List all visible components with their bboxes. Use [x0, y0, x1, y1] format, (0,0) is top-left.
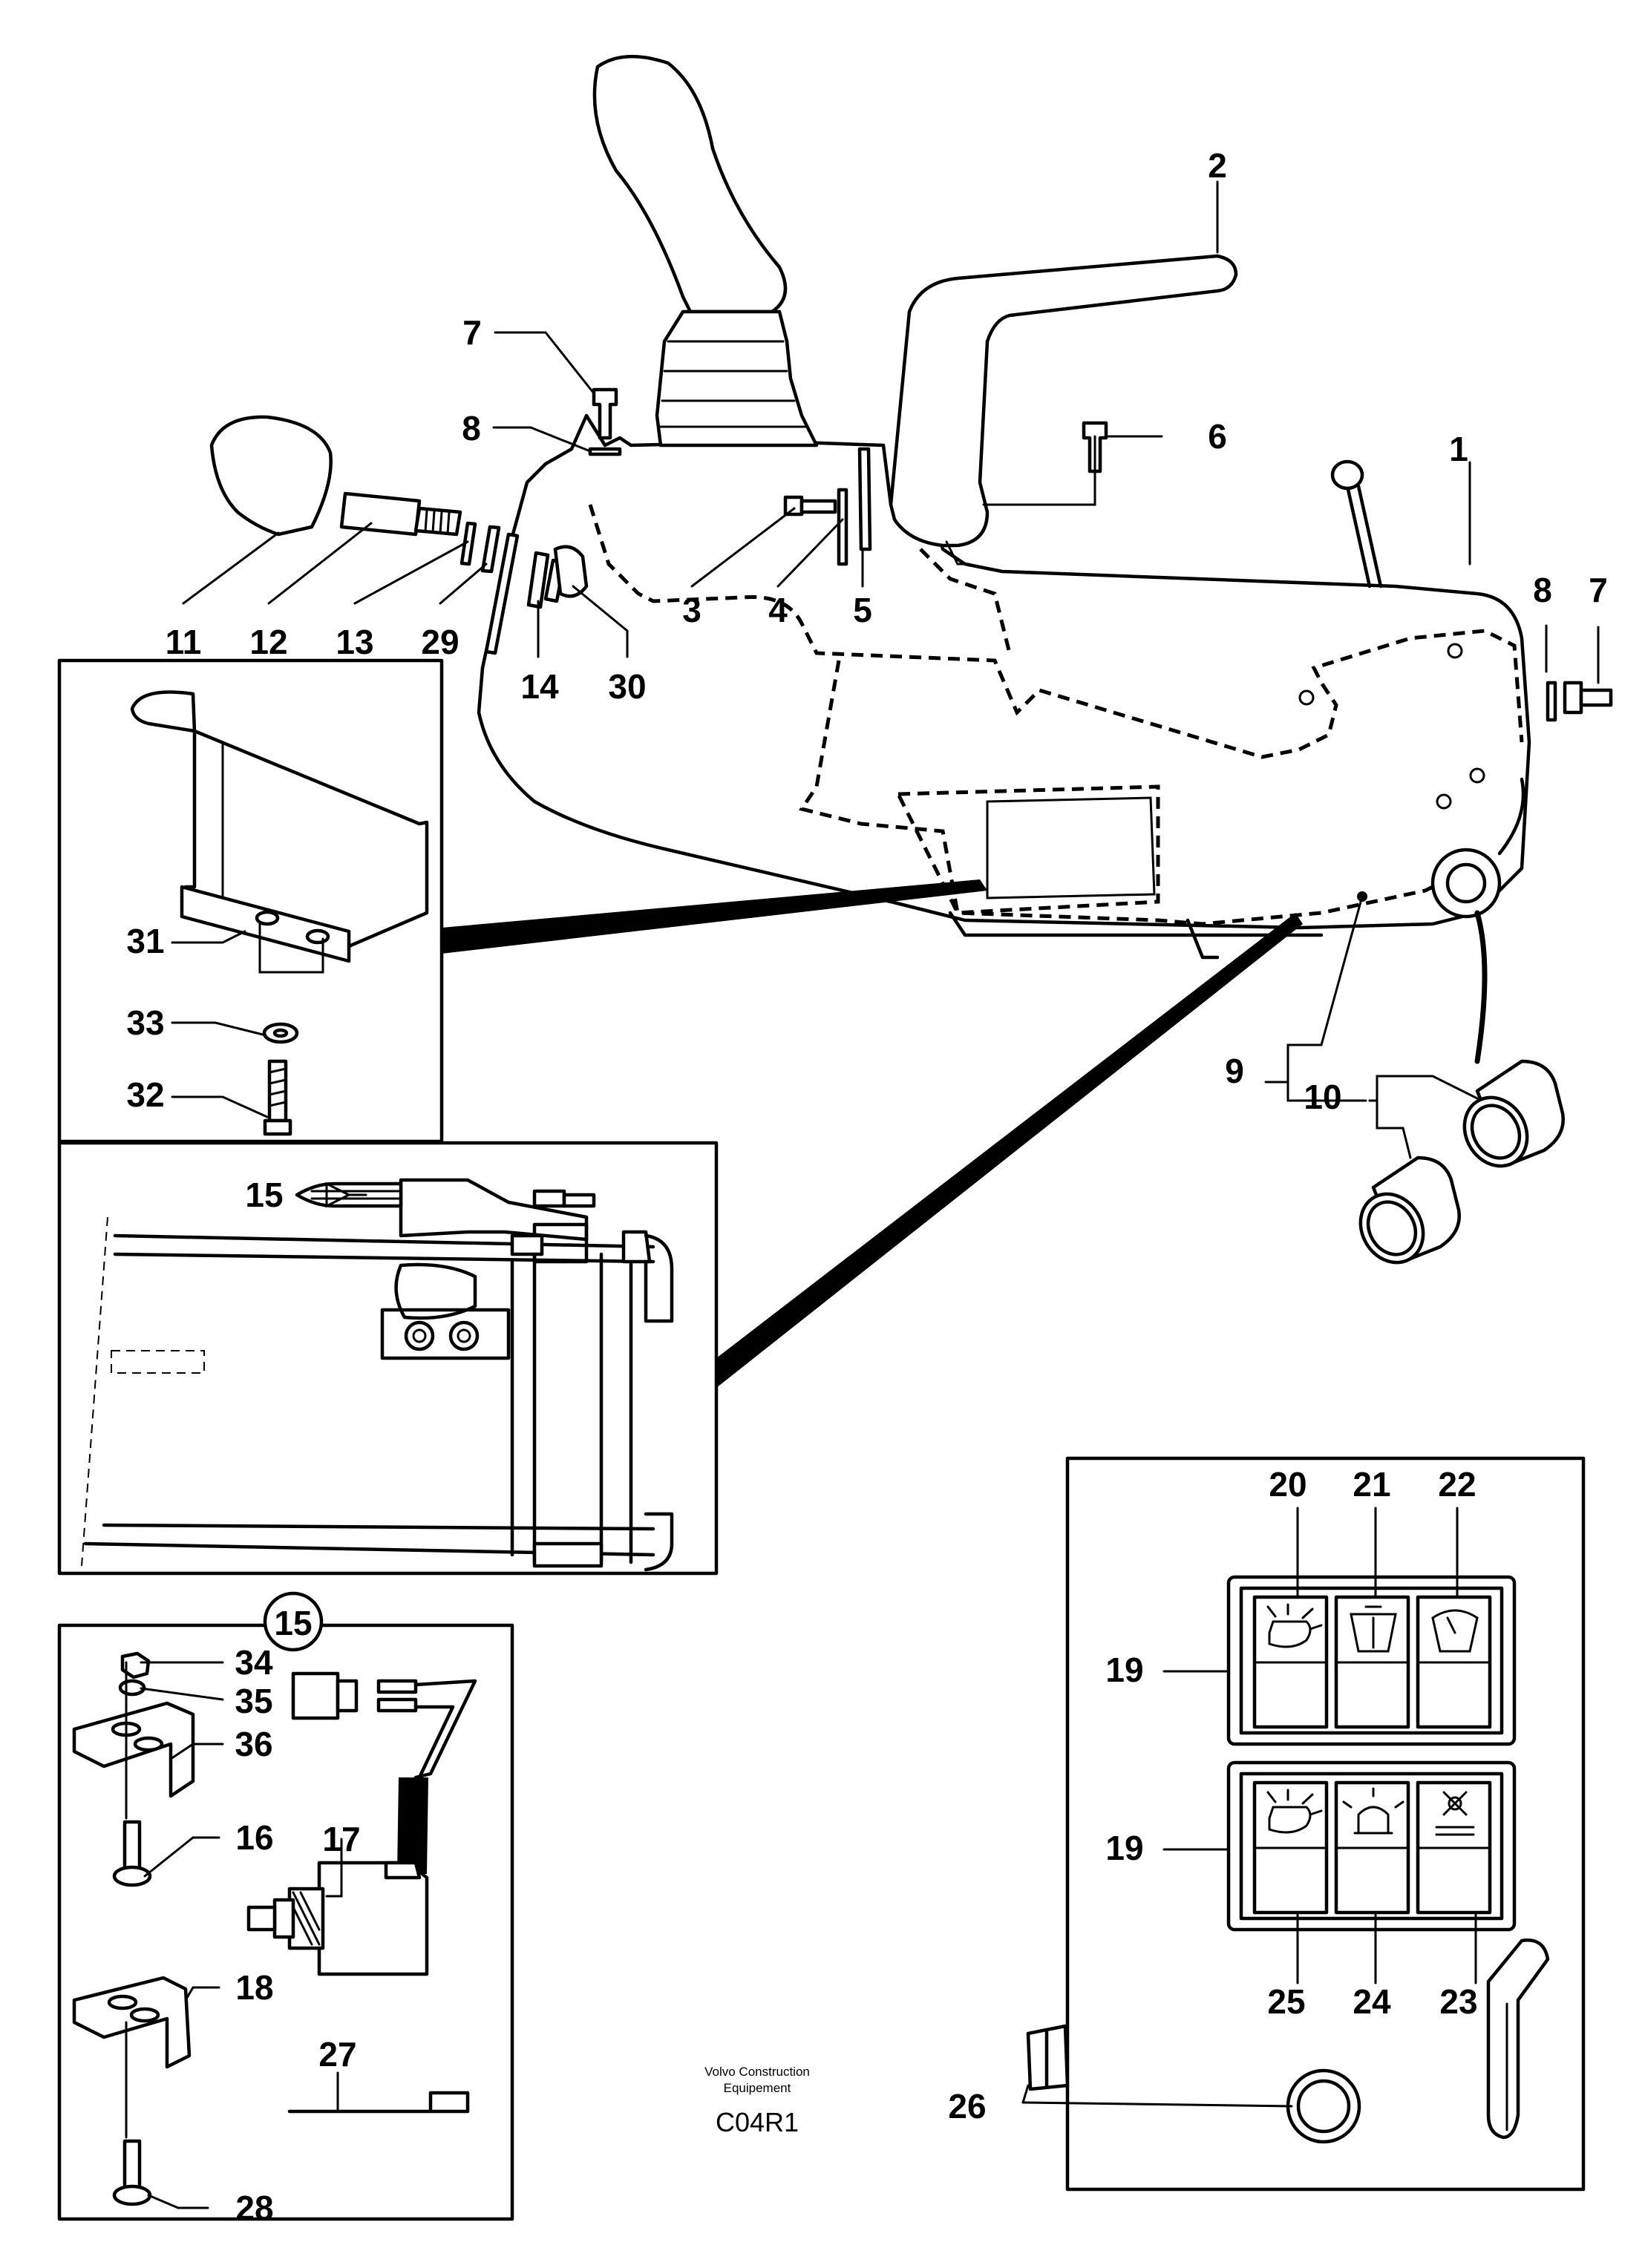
- switch-panel: [1026, 1456, 1586, 2192]
- callout-30: 30: [608, 667, 646, 706]
- callout-12: 12: [249, 623, 287, 661]
- callout-19-bottom: 19: [1105, 1829, 1143, 1867]
- joystick: [592, 54, 819, 448]
- callout-14: 14: [520, 667, 559, 706]
- caption-line-1: Volvo Construction: [704, 2065, 810, 2079]
- figure-caption: Volvo Construction Equipement C04R1: [704, 2065, 810, 2137]
- callout-36: 36: [235, 1725, 272, 1763]
- callout-18: 18: [235, 1968, 273, 2007]
- callout-15-circle: 15: [274, 1604, 312, 1642]
- callout-labels: 1 2 3 4 5 6 7 7 8 8 9 10 11 12 13 29 14 …: [126, 146, 1607, 2227]
- callout-24: 24: [1353, 1982, 1391, 2021]
- callout-15-box: 15: [245, 1176, 283, 1214]
- callout-4: 4: [768, 591, 788, 629]
- detail-box-switch-bracket: [57, 913, 1303, 1576]
- console-fasteners: [526, 387, 1613, 722]
- detail-box-mounting-plate: [57, 658, 987, 1144]
- leader-lines: [140, 180, 1600, 2209]
- callout-25: 25: [1267, 1982, 1305, 2021]
- callout-7-top: 7: [462, 313, 482, 352]
- callout-11: 11: [166, 623, 202, 661]
- callout-33: 33: [126, 1003, 164, 1042]
- callout-26: 26: [948, 2087, 986, 2126]
- gear-knob: [209, 415, 520, 655]
- parking-lever: [889, 254, 1238, 566]
- callout-34: 34: [235, 1643, 273, 1682]
- callout-29: 29: [421, 623, 459, 661]
- detail-box-switch-parts: [57, 1591, 514, 2221]
- caption-line-2: Equipement: [724, 2081, 791, 2095]
- callout-6: 6: [1208, 417, 1227, 456]
- callout-32: 32: [126, 1075, 164, 1114]
- callout-19-top: 19: [1105, 1651, 1143, 1689]
- callout-5: 5: [853, 591, 872, 629]
- harness-connectors: [1357, 891, 1565, 1265]
- caption-code: C04R1: [716, 2107, 799, 2137]
- callout-8-top: 8: [462, 409, 481, 448]
- callout-20: 20: [1269, 1465, 1306, 1504]
- throttle-lever: [1330, 459, 1383, 589]
- callout-13: 13: [336, 623, 373, 661]
- callout-9: 9: [1225, 1052, 1244, 1090]
- callout-35: 35: [235, 1682, 272, 1720]
- callout-17: 17: [322, 1820, 360, 1858]
- callout-23: 23: [1439, 1982, 1477, 2021]
- callout-27: 27: [318, 2035, 356, 2074]
- callout-10: 10: [1304, 1078, 1341, 1116]
- callout-21: 21: [1353, 1465, 1390, 1504]
- callout-31: 31: [126, 922, 164, 960]
- callout-16: 16: [235, 1818, 273, 1857]
- callout-7-right: 7: [1589, 571, 1608, 609]
- callout-8-right: 8: [1533, 571, 1552, 609]
- callout-22: 22: [1438, 1465, 1476, 1504]
- callout-28: 28: [235, 2189, 273, 2227]
- callout-3: 3: [682, 591, 702, 629]
- control-console: [477, 413, 1531, 960]
- callout-2: 2: [1208, 146, 1227, 185]
- callout-1: 1: [1449, 430, 1468, 468]
